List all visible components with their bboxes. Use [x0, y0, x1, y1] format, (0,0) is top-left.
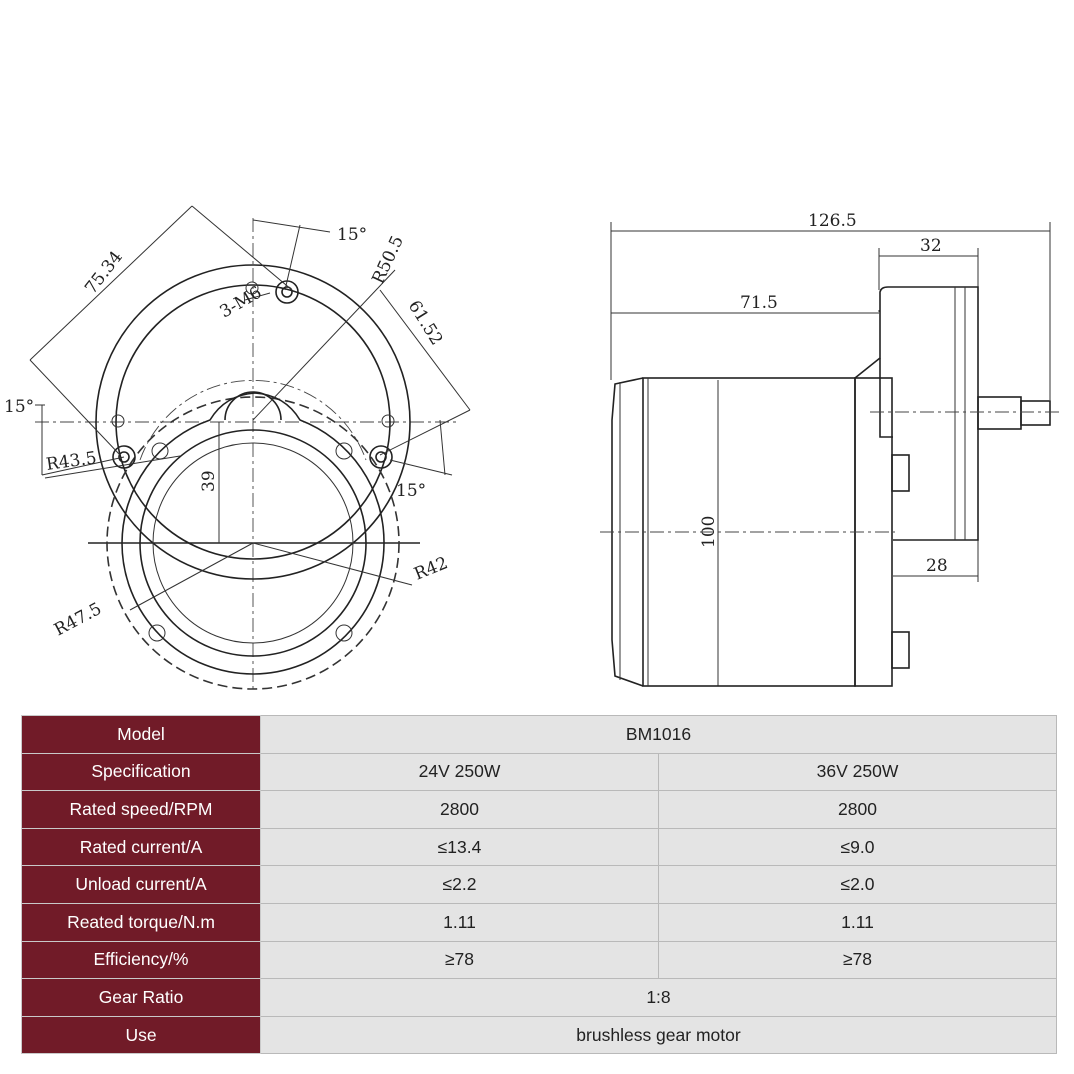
spec-value-36v: ≤2.0	[658, 865, 1057, 904]
spec-value-24v: ≥78	[260, 940, 659, 980]
spec-row: Efficiency/%≥78≥78	[21, 940, 1057, 980]
label-angle-right: 15°	[396, 481, 426, 501]
label-radius-r47-5: R47.5	[51, 599, 105, 640]
spec-row-label: Rated current/A	[21, 827, 261, 867]
spec-value-36v: ≤9.0	[658, 827, 1057, 867]
label-dim-28: 28	[926, 556, 948, 576]
spec-row-value: 1:8	[260, 978, 1057, 1017]
side-view: 126.5 32 71.5 100 28	[600, 211, 1060, 687]
spec-value-24v: ≤13.4	[260, 827, 659, 867]
spec-row-label: Unload current/A	[21, 865, 261, 904]
label-angle-left: 15°	[4, 397, 34, 417]
spec-value-24v: 1.11	[260, 902, 659, 942]
label-angle-top: 15°	[337, 225, 367, 245]
spec-row: Unload current/A≤2.2≤2.0	[21, 865, 1057, 904]
label-dim-32: 32	[920, 236, 942, 256]
spec-row-label: Rated speed/RPM	[21, 790, 261, 829]
spec-row: Rated current/A≤13.4≤9.0	[21, 827, 1057, 867]
spec-row-label: Specification	[21, 752, 261, 792]
label-radius-r50-5: R50.5	[368, 233, 408, 287]
spec-value-24v: 2800	[260, 790, 659, 829]
spec-value-36v: ≥78	[658, 940, 1057, 980]
label-dim-61-52: 61.52	[404, 297, 447, 349]
label-dim-100: 100	[699, 516, 719, 548]
technical-drawing: 15° 15° 15° 75.34 3-M6 R50.5 61.52 R43.5…	[4, 205, 1060, 690]
front-view: 15° 15° 15° 75.34 3-M6 R50.5 61.52 R43.5…	[4, 205, 471, 690]
spec-row-value: brushless gear motor	[260, 1015, 1057, 1055]
spec-row-label: Efficiency/%	[21, 940, 261, 980]
spec-row-value: BM1016	[260, 715, 1057, 754]
spec-row-label: Model	[21, 715, 261, 754]
label-dim-75-34: 75.34	[81, 247, 127, 298]
spec-value-36v: 36V 250W	[658, 752, 1057, 792]
spec-row-label: Gear Ratio	[21, 978, 261, 1017]
spec-row-label: Reated torque/N.m	[21, 902, 261, 942]
label-dim-71-5: 71.5	[740, 293, 778, 313]
spec-value-24v: 24V 250W	[260, 752, 659, 792]
label-radius-r42: R42	[411, 553, 450, 584]
label-dim-39: 39	[199, 470, 219, 492]
spec-row-label: Use	[21, 1015, 261, 1055]
spec-value-24v: ≤2.2	[260, 865, 659, 904]
spec-value-36v: 2800	[658, 790, 1057, 829]
spec-value-36v: 1.11	[658, 902, 1057, 942]
label-dim-126-5: 126.5	[808, 211, 857, 231]
